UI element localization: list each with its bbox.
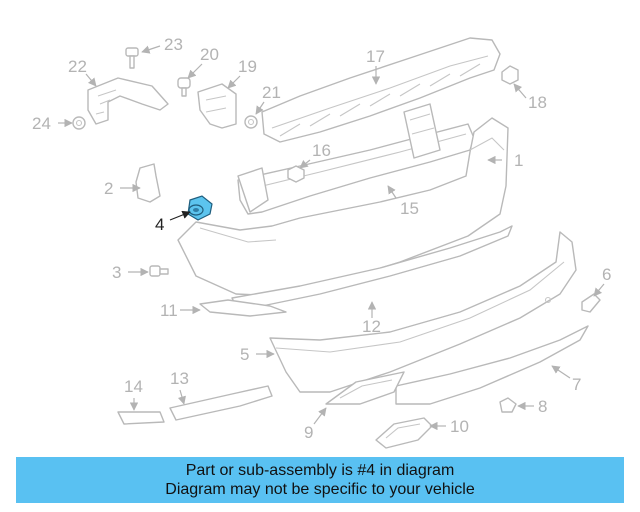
part-23-screw: [125, 47, 139, 69]
banner-line-1: Part or sub-assembly is #4 in diagram: [185, 462, 455, 479]
part-4-retainer-highlighted[interactable]: [187, 195, 213, 221]
part-17-absorber: [261, 37, 501, 143]
part-9-exhaust-trim: [325, 371, 405, 405]
callout-22[interactable]: 22: [68, 57, 87, 76]
parts-diagram: 1 2 3 4 5 6 7 8 9 10 11 12 13 14 15 16 1…: [32, 35, 611, 449]
part-16-screw: [287, 165, 305, 183]
callout-9[interactable]: 9: [304, 423, 313, 442]
callout-17[interactable]: 17: [366, 47, 385, 66]
callout-labels: 1 2 3 4 5 6 7 8 9 10 11 12 13 14 15 16 1…: [32, 35, 611, 442]
callout-16[interactable]: 16: [312, 141, 331, 160]
part-14-reflector: [117, 411, 165, 425]
callout-1[interactable]: 1: [514, 151, 523, 170]
part-7-diffuser: [395, 325, 589, 405]
callout-4[interactable]: 4: [155, 215, 164, 234]
callout-11[interactable]: 11: [160, 301, 178, 320]
callout-2[interactable]: 2: [104, 179, 113, 198]
callout-15[interactable]: 15: [400, 199, 419, 218]
part-8-clip: [499, 397, 517, 413]
part-19-bracket: [197, 83, 237, 129]
callout-3[interactable]: 3: [112, 263, 121, 282]
callout-6[interactable]: 6: [602, 265, 611, 284]
callout-21[interactable]: 21: [262, 83, 281, 102]
part-13-reflector: [169, 385, 273, 421]
part-11-strip: [199, 299, 287, 317]
callout-13[interactable]: 13: [170, 369, 189, 388]
part-3-screw: [149, 265, 169, 277]
part-10-exhaust-trim: [375, 417, 433, 449]
info-banner: Part or sub-assembly is #4 in diagram Di…: [16, 457, 624, 503]
callout-19[interactable]: 19: [238, 57, 257, 76]
part-15-reinforcement: [237, 103, 475, 215]
part-20-bolt: [177, 77, 191, 97]
callout-18[interactable]: 18: [528, 93, 547, 112]
banner-line-2: Diagram may not be specific to your vehi…: [165, 481, 475, 498]
callout-7[interactable]: 7: [572, 375, 581, 394]
part-5-valance: [269, 231, 577, 393]
callout-14[interactable]: 14: [124, 377, 143, 396]
part-18-nut: [501, 65, 519, 85]
part-21-nut: [244, 115, 258, 129]
callout-24[interactable]: 24: [32, 114, 51, 133]
callout-5[interactable]: 5: [240, 345, 249, 364]
callout-20[interactable]: 20: [200, 45, 219, 64]
part-24-nut: [72, 116, 86, 130]
callout-23[interactable]: 23: [164, 35, 183, 54]
leader-lines: [58, 45, 605, 431]
part-22-bracket: [87, 77, 169, 125]
callout-10[interactable]: 10: [450, 417, 469, 436]
part-2-pin: [135, 163, 161, 203]
callout-8[interactable]: 8: [538, 397, 547, 416]
callout-12[interactable]: 12: [362, 317, 381, 336]
part-6-clip: [581, 293, 601, 313]
